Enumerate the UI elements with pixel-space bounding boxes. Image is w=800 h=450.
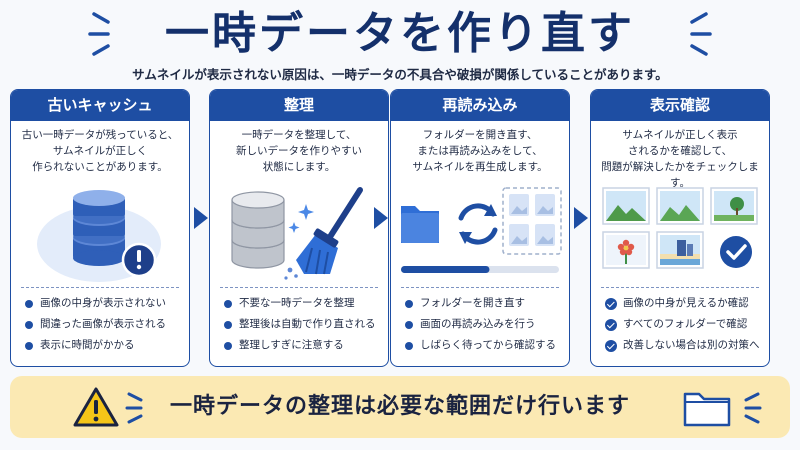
list-item: 整理しすぎに注意する (224, 335, 382, 356)
card-old-cache: 古いキャッシュ 古い一時データが残っていると、 サムネイルが正しく 作られないこ… (10, 89, 190, 367)
card-title: 再読み込み (391, 90, 569, 121)
check-icon (605, 297, 617, 310)
database-broom-icon (231, 187, 363, 280)
list-item: しばらく待ってから確認する (405, 335, 563, 356)
folder-icon (683, 392, 731, 427)
list-item: 改善しない場合は別の対策へ (605, 335, 763, 356)
list-item: 画面の再読み込みを行う (405, 314, 563, 335)
bullet-icon (405, 320, 413, 329)
bullet-icon (405, 299, 413, 308)
bullet-icon (224, 341, 232, 350)
bullet-icon (25, 299, 33, 308)
card-description: フォルダーを開き直す、 または再読み込みをして、 サムネイルを再生成します。 (412, 129, 548, 173)
card-description: 一時データを整理して、 新しいデータを作りやすい 状態にします。 (236, 129, 362, 173)
list-item: 不要な一時データを整理 (224, 293, 382, 314)
bullet-icon (405, 341, 413, 350)
notice-banner: 一時データの整理は必要な範囲だけ行います (10, 376, 790, 438)
card-reload: 再読み込み フォルダーを開き直す、 または再読み込みをして、 サムネイルを再生成… (390, 89, 570, 367)
card-description: 古い一時データが残っていると、 サムネイルが正しく 作られないことがあります。 (21, 129, 179, 173)
spark-lines-icon (690, 12, 712, 56)
check-icon (605, 318, 617, 331)
arrow-right-icon (374, 207, 388, 229)
bullet-icon (25, 341, 33, 350)
bullet-icon (25, 320, 33, 329)
card-title: 古いキャッシュ (11, 90, 189, 121)
progress-fill (401, 266, 490, 273)
list-item: 間違った画像が表示される (25, 314, 183, 335)
spark-lines-icon (125, 392, 143, 424)
divider (21, 287, 179, 288)
check-icon (605, 339, 617, 352)
thumbnail-grid-check-icon (602, 187, 758, 269)
list-item: すべてのフォルダーで確認 (605, 314, 763, 335)
card-title: 表示確認 (591, 90, 769, 121)
list-item: フォルダーを開き直す (405, 293, 563, 314)
subtitle: サムネイルが表示されない原因は、一時データの不具合や破損が関係していることがあり… (132, 67, 668, 82)
divider (401, 287, 559, 288)
card-list: 画像の中身が見えるか確認 すべてのフォルダーで確認 改善しない場合は別の対策へ (605, 293, 763, 356)
card-description: サムネイルが正しく表示 されるかを確認して、 問題が解決したかをチェックします。 (601, 129, 759, 189)
warning-icon (73, 387, 119, 427)
card-list: 画像の中身が表示されない 間違った画像が表示される 表示に時間がかかる (25, 293, 183, 356)
database-warning-icon (37, 190, 161, 282)
list-item: 画像の中身が表示されない (25, 293, 183, 314)
bullet-icon (224, 299, 232, 308)
list-item: 画像の中身が見えるか確認 (605, 293, 763, 314)
list-item: 整理後は自動で作り直される (224, 314, 382, 335)
arrow-right-icon (574, 207, 588, 229)
card-list: フォルダーを開き直す 画面の再読み込みを行う しばらく待ってから確認する (405, 293, 563, 356)
divider (220, 287, 378, 288)
card-display-check: 表示確認 サムネイルが正しく表示 されるかを確認して、 問題が解決したかをチェッ… (590, 89, 770, 367)
spark-lines-icon (88, 12, 110, 56)
title-area: 一時データを作り直す (0, 4, 800, 64)
card-list: 不要な一時データを整理 整理後は自動で作り直される 整理しすぎに注意する (224, 293, 382, 356)
page-title: 一時データを作り直す (165, 8, 635, 59)
bullet-icon (224, 320, 232, 329)
divider (601, 287, 759, 288)
card-cleanup: 整理 一時データを整理して、 新しいデータを作りやすい 状態にします。 (209, 89, 389, 367)
list-item: 表示に時間がかかる (25, 335, 183, 356)
arrow-right-icon (194, 207, 208, 229)
spark-lines-icon (744, 392, 762, 424)
folder-refresh-icon (401, 187, 562, 273)
banner-text: 一時データの整理は必要な範囲だけ行います (169, 394, 630, 419)
card-title: 整理 (210, 90, 388, 121)
